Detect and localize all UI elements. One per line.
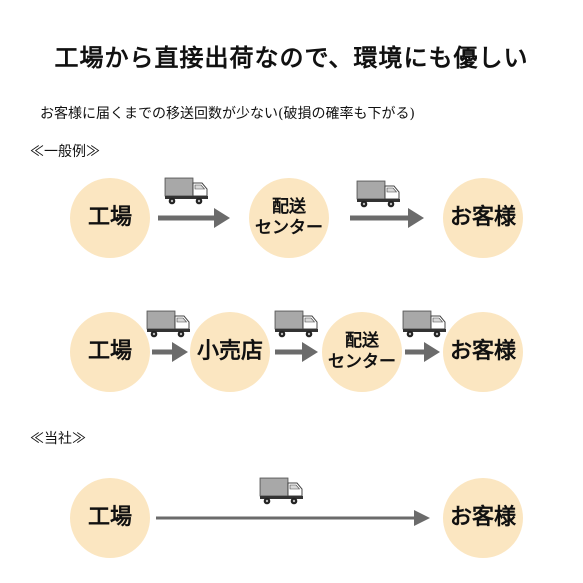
node-customer: お客様	[443, 178, 523, 258]
truck-icon	[274, 310, 319, 338]
node-customer-label: お客様	[449, 205, 516, 231]
truck-icon	[402, 310, 447, 338]
arrow-row2-factory-to-retailer	[152, 342, 188, 362]
truck-icon	[146, 310, 191, 338]
node-customer: お客様	[443, 312, 523, 392]
page-title: 工場から直接出荷なので、環境にも優しい	[54, 43, 529, 72]
arrow-row1-factory-to-distribution	[158, 208, 230, 228]
arrow-row1-distribution-to-customer	[350, 208, 424, 228]
node-factory: 工場	[70, 312, 150, 392]
node-distribution-center: 配送 センター	[322, 312, 402, 392]
node-distribution-line2: センター	[328, 352, 396, 372]
truck-icon	[164, 177, 209, 205]
node-factory-label: 工場	[87, 505, 132, 531]
node-distribution-line1: 配送	[345, 330, 379, 351]
arrow-row3-factory-to-customer	[156, 510, 430, 526]
node-retailer: 小売店	[190, 312, 270, 392]
node-customer: お客様	[443, 478, 523, 558]
truck-icon	[356, 180, 401, 208]
node-customer-label: お客様	[449, 505, 516, 531]
node-customer-label: お客様	[449, 339, 516, 365]
arrow-row2-retailer-to-distribution	[275, 342, 318, 362]
node-factory: 工場	[70, 178, 150, 258]
node-distribution-center: 配送 センター	[249, 178, 329, 258]
node-factory-label: 工場	[87, 205, 132, 231]
truck-icon	[259, 477, 304, 505]
page-subtitle: お客様に届くまでの移送回数が少ない(破損の確率も下がる)	[40, 106, 415, 122]
section-label-general: ≪一般例≫	[30, 144, 100, 160]
node-retailer-label: 小売店	[196, 339, 263, 365]
node-factory-label: 工場	[87, 339, 132, 365]
node-distribution-line2: センター	[255, 218, 323, 238]
section-label-company: ≪当社≫	[30, 431, 86, 447]
node-factory: 工場	[70, 478, 150, 558]
arrow-row2-distribution-to-customer	[405, 342, 440, 362]
node-distribution-line1: 配送	[272, 196, 306, 217]
